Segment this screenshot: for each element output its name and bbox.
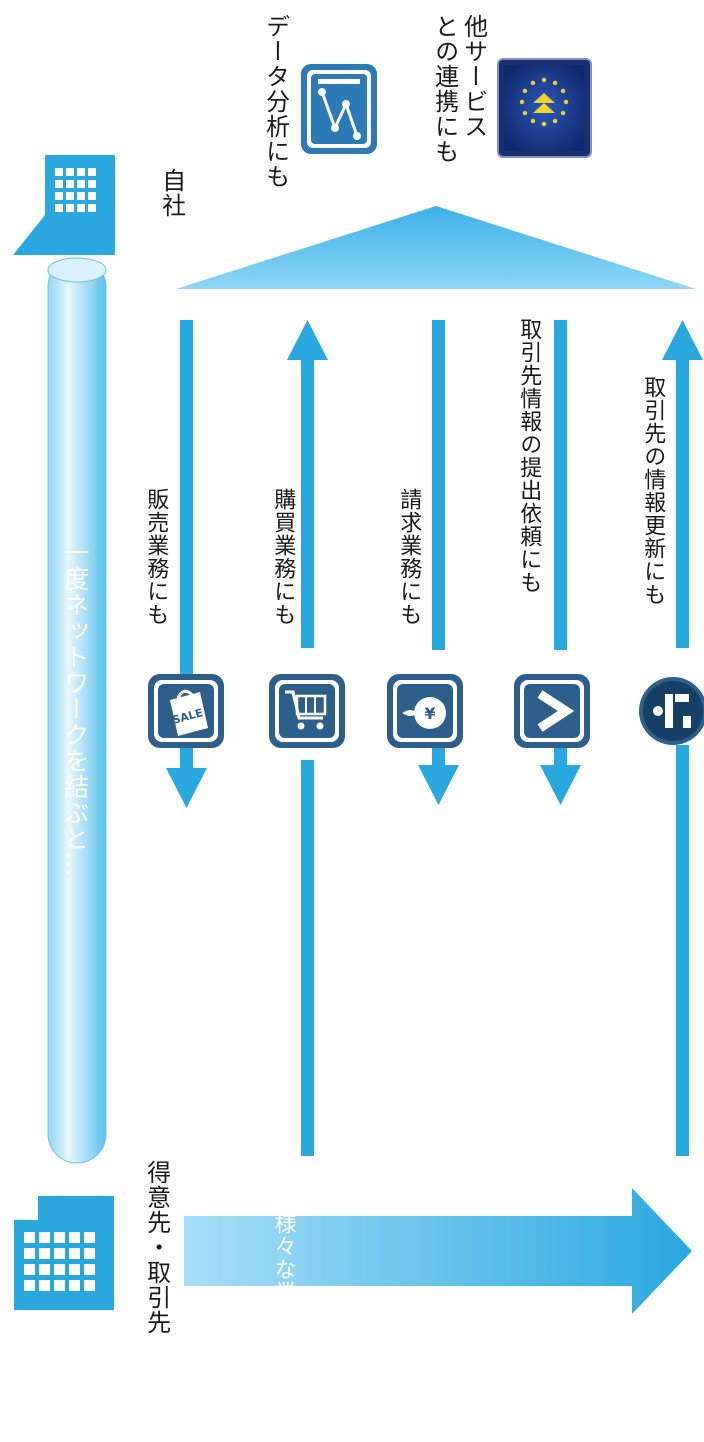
flow-label-partner-info-request: 取引先情報の提出依頼にも	[516, 318, 542, 594]
partner-building-icon	[14, 1196, 114, 1310]
sale-bag-icon: SALE	[148, 674, 224, 748]
network-pipe	[47, 257, 107, 1164]
service-integration-icon	[497, 58, 592, 158]
svg-text:¥: ¥	[424, 704, 435, 723]
flow-line-billing	[418, 320, 459, 805]
top-triangle	[176, 206, 696, 289]
flow-label-purchasing: 購買業務にも	[270, 488, 296, 626]
info-icon	[639, 677, 704, 745]
data-analysis-label: データ分析にも	[261, 14, 290, 189]
pipe-label: 一度ネットワークを結ぶと…	[60, 540, 90, 878]
money-bag-icon: ¥	[387, 674, 463, 748]
partner-label: 得意先・取引先	[142, 1160, 171, 1335]
company-building-icon	[13, 155, 115, 255]
company-label: 自社	[157, 168, 186, 218]
arrow-right-icon	[514, 674, 590, 748]
shopping-cart-icon	[269, 674, 345, 748]
flow-line-sales	[166, 320, 207, 808]
data-analysis-icon	[301, 64, 377, 154]
flow-label-partner-info-update: 取引先の情報更新にも	[640, 376, 666, 606]
flow-label-billing: 請求業務にも	[396, 488, 422, 626]
other-services-label-line2: との連携にも	[430, 14, 459, 164]
flow-line-partner-info-request	[540, 320, 581, 805]
expand-label: 様々な業務に展開可能	[270, 1212, 296, 1442]
expand-arrow	[184, 1188, 692, 1314]
flow-line-partner-info-update	[662, 320, 703, 1156]
other-services-label-line1: 他サービス	[459, 14, 488, 139]
flow-line-purchasing	[287, 320, 328, 1156]
network-diagram: SALE ¥	[13, 58, 704, 1314]
flow-label-sales: 販売業務にも	[143, 488, 169, 626]
